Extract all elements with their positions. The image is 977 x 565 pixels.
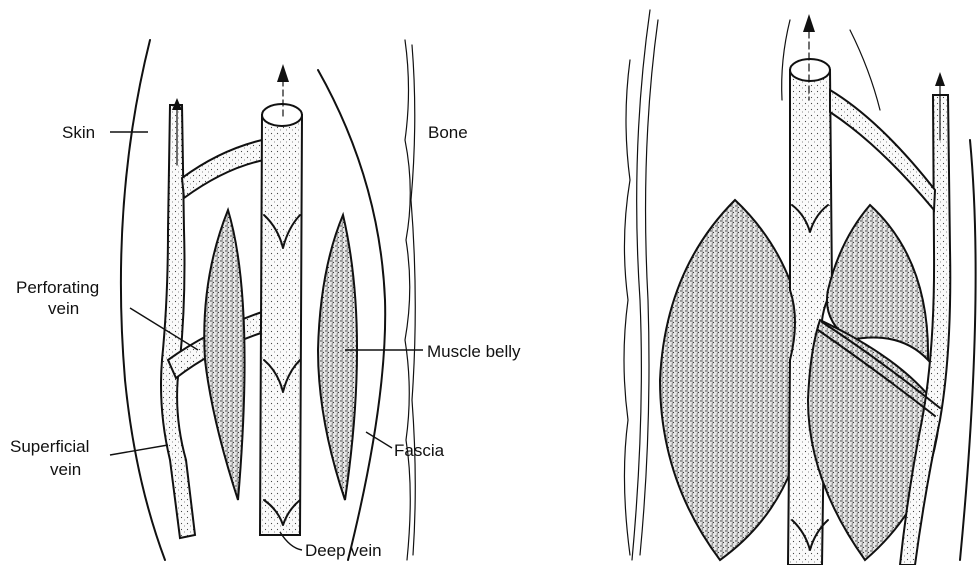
right-fascia-top-2 (782, 20, 790, 100)
bone-edge (405, 40, 410, 560)
label-muscle-belly: Muscle belly (427, 342, 521, 361)
communicating-branch (182, 140, 264, 198)
right-communicating-branch (830, 90, 935, 210)
label-perforating-vein-2: vein (48, 299, 79, 318)
deep-arrowhead (277, 64, 289, 82)
label-bone: Bone (428, 123, 468, 142)
superficial-vein (161, 105, 195, 538)
muscle-belly-left (204, 210, 244, 500)
muscle-belly-right (318, 215, 357, 500)
compressed-deep-vein-top (790, 59, 830, 81)
right-outer-curve (960, 140, 976, 560)
fascia-leader (366, 432, 392, 448)
deep-vein-top (262, 104, 302, 126)
skin-outline (121, 40, 165, 560)
label-superficial-vein-1: Superficial (10, 437, 89, 456)
label-fascia: Fascia (394, 441, 445, 460)
contracted-muscle-left (660, 200, 807, 560)
deep-vein (260, 115, 302, 535)
label-deep-vein: Deep vein (305, 541, 382, 560)
right-panel-contracted (624, 10, 976, 565)
right-deep-arrowhead (803, 14, 815, 32)
superficial-leader (110, 445, 168, 455)
bone-edge-inner (411, 45, 415, 555)
label-perforating-vein-1: Perforating (16, 278, 99, 297)
label-skin: Skin (62, 123, 95, 142)
left-panel-resting (121, 40, 415, 560)
right-bone-edge (624, 60, 630, 555)
right-superficial-arrowhead (935, 72, 945, 86)
right-fascia-top (850, 30, 880, 110)
label-superficial-vein-2: vein (50, 460, 81, 479)
right-skin-outline-2 (640, 20, 658, 555)
